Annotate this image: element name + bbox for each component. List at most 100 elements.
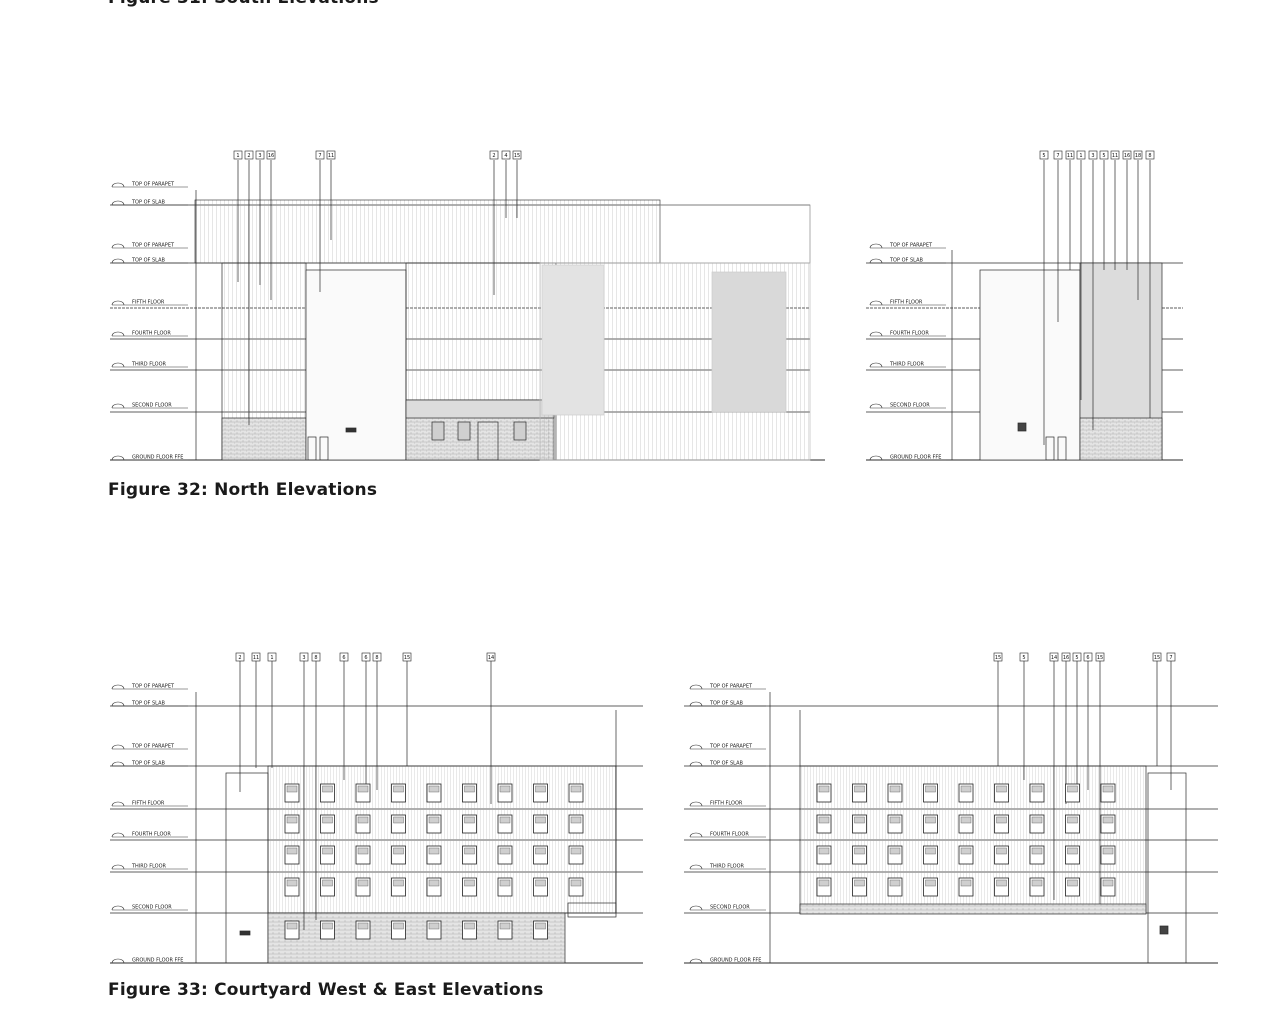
window xyxy=(355,783,371,803)
material-tag: 5 xyxy=(1039,150,1049,160)
level-label: FOURTH FLOOR xyxy=(132,832,171,838)
level-label: TOP OF SLAB xyxy=(131,258,165,264)
level-label: FOURTH FLOOR xyxy=(890,331,929,337)
window xyxy=(497,814,513,834)
window xyxy=(284,783,300,803)
material-tag: 8 xyxy=(372,652,382,662)
material-tag: 8 xyxy=(311,652,321,662)
level-marker: THIRD FLOOR xyxy=(111,362,188,368)
courtyard-east-windows xyxy=(816,783,1116,897)
window xyxy=(568,845,584,865)
level-label: GROUND FLOOR FFE xyxy=(132,455,183,461)
window xyxy=(426,845,442,865)
material-tag: 3 xyxy=(255,150,265,160)
window xyxy=(852,783,867,803)
window xyxy=(497,877,513,897)
level-label: FIFTH FLOOR xyxy=(710,801,743,807)
material-tag-number: 7 xyxy=(1056,153,1059,159)
window xyxy=(497,783,513,803)
window xyxy=(1065,783,1080,803)
material-tag-number: 8 xyxy=(314,655,317,661)
window xyxy=(1029,814,1045,834)
window xyxy=(320,814,335,834)
window xyxy=(1029,783,1045,803)
material-tag-number: 3 xyxy=(302,655,305,661)
level-marker: TOP OF PARAPET xyxy=(111,182,188,188)
material-tag: 2 xyxy=(235,652,245,662)
window xyxy=(533,877,548,897)
material-tag-number: 15 xyxy=(404,655,410,661)
window xyxy=(497,845,513,865)
level-marker: TOP OF SLAB xyxy=(111,761,188,767)
material-tag-number: 6 xyxy=(1086,655,1089,661)
material-tag-number: 15 xyxy=(995,655,1001,661)
material-tag-number: 5 xyxy=(1102,153,1105,159)
level-label: GROUND FLOOR FFE xyxy=(890,455,941,461)
window xyxy=(533,920,548,940)
level-marker: TOP OF SLAB xyxy=(111,701,188,707)
material-tag: 11 xyxy=(1110,150,1120,160)
level-label: THIRD FLOOR xyxy=(709,864,745,870)
window xyxy=(923,845,938,865)
level-label: GROUND FLOOR FFE xyxy=(710,958,761,964)
courtyard-west-windows xyxy=(284,783,584,940)
level-marker: GROUND FLOOR FFE xyxy=(111,455,188,461)
window xyxy=(994,814,1009,834)
material-tag: 11 xyxy=(251,652,261,662)
window xyxy=(462,814,477,834)
level-label: THIRD FLOOR xyxy=(131,864,167,870)
level-label: FOURTH FLOOR xyxy=(710,832,749,838)
window xyxy=(994,845,1009,865)
level-label: SECOND FLOOR xyxy=(132,403,172,409)
level-marker: THIRD FLOOR xyxy=(869,362,946,368)
level-marker: TOP OF SLAB xyxy=(869,258,946,264)
window xyxy=(320,920,335,940)
window xyxy=(355,814,371,834)
material-tag: 8 xyxy=(1145,150,1155,160)
material-tag-number: 15 xyxy=(1154,655,1160,661)
material-tag-number: 5 xyxy=(1022,655,1025,661)
material-tag-number: 7 xyxy=(318,153,321,159)
window xyxy=(391,783,406,803)
window xyxy=(1029,877,1045,897)
material-tag: 6 xyxy=(339,652,349,662)
window xyxy=(923,877,938,897)
material-tag: 5 xyxy=(1099,150,1109,160)
window xyxy=(852,845,867,865)
level-marker: FOURTH FLOOR xyxy=(111,832,188,838)
material-tag: 15 xyxy=(512,150,522,160)
level-marker: FIFTH FLOOR xyxy=(111,300,188,306)
material-tag-number: 11 xyxy=(1067,153,1073,159)
material-tag-number: 11 xyxy=(1112,153,1118,159)
window xyxy=(958,814,974,834)
material-tag-number: 7 xyxy=(1169,655,1172,661)
material-tag: 14 xyxy=(486,652,496,662)
material-tag-number: 14 xyxy=(488,655,494,661)
north-elevation-west-block xyxy=(110,160,825,461)
window xyxy=(568,877,584,897)
material-tag-number: 8 xyxy=(375,655,378,661)
window xyxy=(355,845,371,865)
window xyxy=(284,845,300,865)
level-label: THIRD FLOOR xyxy=(889,362,925,368)
material-tag: 15 xyxy=(1095,652,1105,662)
courtyard-west-elevation xyxy=(110,660,643,964)
material-tag: 7 xyxy=(315,150,325,160)
material-tag: 4 xyxy=(501,150,511,160)
level-label: TOP OF SLAB xyxy=(131,200,165,206)
level-marker: SECOND FLOOR xyxy=(111,905,188,911)
level-label: TOP OF PARAPET xyxy=(131,684,175,690)
level-label: TOP OF PARAPET xyxy=(131,243,175,249)
window xyxy=(1065,877,1080,897)
material-tag: 11 xyxy=(1065,150,1075,160)
material-tag: 5 xyxy=(1019,652,1029,662)
level-label: SECOND FLOOR xyxy=(132,905,172,911)
window xyxy=(284,814,300,834)
material-tag: 14 xyxy=(1049,652,1059,662)
figure-33-caption: Figure 33: Courtyard West & East Elevati… xyxy=(108,980,544,1000)
level-label: TOP OF SLAB xyxy=(709,701,743,707)
window xyxy=(533,814,548,834)
material-tag: 6 xyxy=(361,652,371,662)
level-label: FOURTH FLOOR xyxy=(132,331,171,337)
